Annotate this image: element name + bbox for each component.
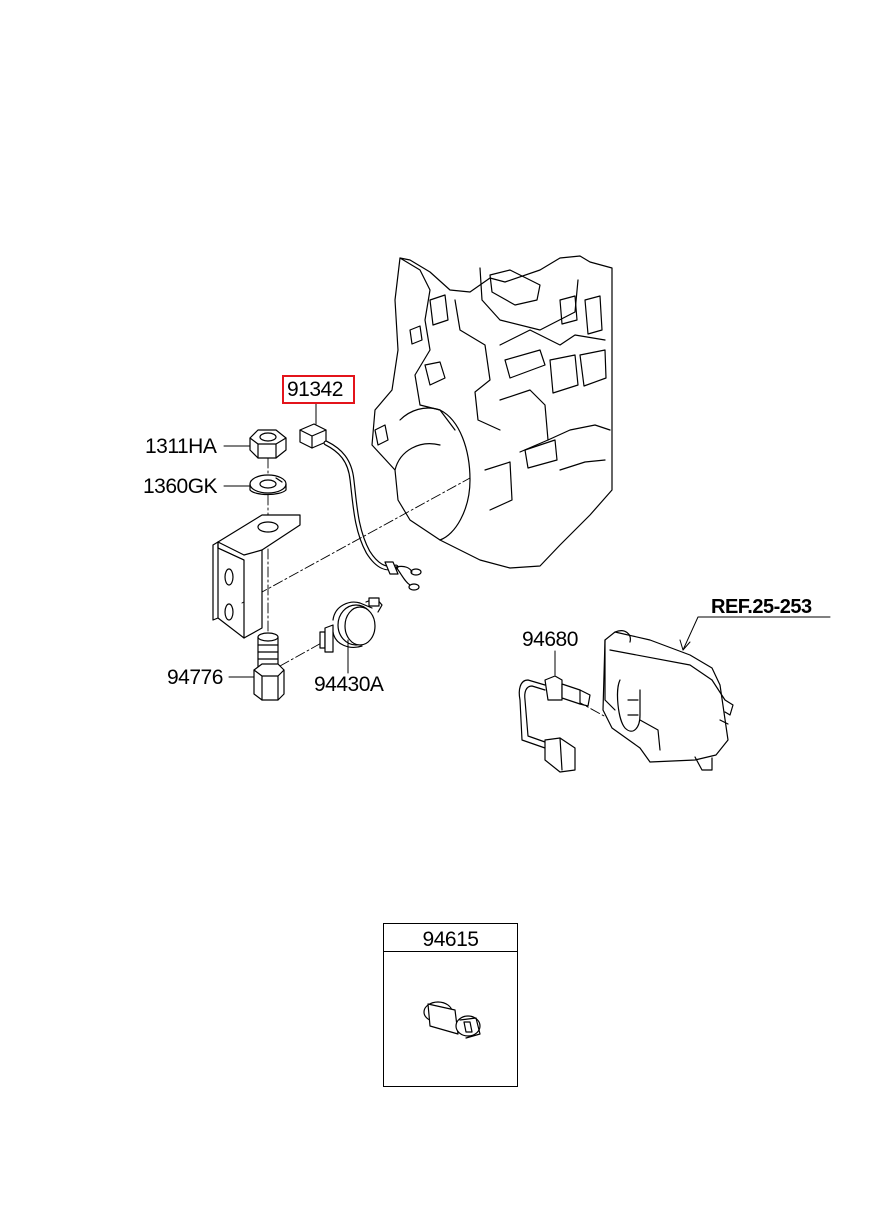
leader-lines — [223, 445, 349, 678]
label-94680[interactable]: 94680 — [522, 628, 578, 651]
coolant-reservoir — [602, 630, 734, 771]
switch-94615 — [423, 1001, 481, 1039]
nut-1311HA — [249, 429, 287, 459]
label-1360GK[interactable]: 1360GK — [143, 475, 218, 498]
highlight-box-91342 — [282, 375, 355, 404]
label-94430A[interactable]: 94430A — [314, 673, 384, 696]
sensor-94680 — [518, 650, 591, 773]
label-94615[interactable]: 94615 — [422, 928, 479, 951]
washer-1360GK — [249, 474, 287, 496]
connector-91342 — [299, 423, 327, 449]
pressure-switch-94430A — [319, 597, 383, 653]
label-ref-25-253[interactable]: REF.25-253 — [711, 596, 812, 618]
engine-block — [371, 255, 613, 569]
label-91342[interactable]: 91342 — [287, 378, 343, 401]
label-1311HA[interactable]: 1311HA — [145, 435, 217, 458]
fitting-94776 — [253, 632, 285, 701]
label-94776[interactable]: 94776 — [167, 666, 223, 689]
inset-header: 94615 — [384, 924, 517, 952]
mounting-bracket — [212, 514, 301, 639]
inset-box-94615: 94615 — [383, 923, 518, 1087]
wire-harness — [323, 440, 422, 591]
